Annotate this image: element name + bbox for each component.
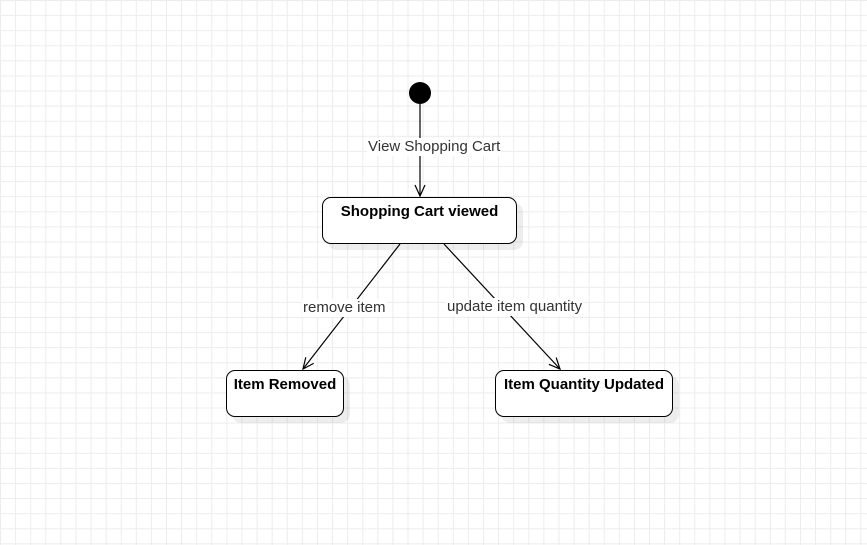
transition-label-update-quantity: update item quantity bbox=[446, 298, 584, 316]
state-item-removed[interactable]: Item Removed bbox=[226, 370, 344, 417]
transition-label-view-cart: View Shopping Cart bbox=[367, 138, 502, 156]
initial-state-node[interactable] bbox=[409, 82, 431, 104]
state-shopping-cart-viewed[interactable]: Shopping Cart viewed bbox=[322, 197, 517, 244]
state-item-quantity-updated[interactable]: Item Quantity Updated bbox=[495, 370, 673, 417]
transition-label-remove-item: remove item bbox=[302, 299, 387, 317]
